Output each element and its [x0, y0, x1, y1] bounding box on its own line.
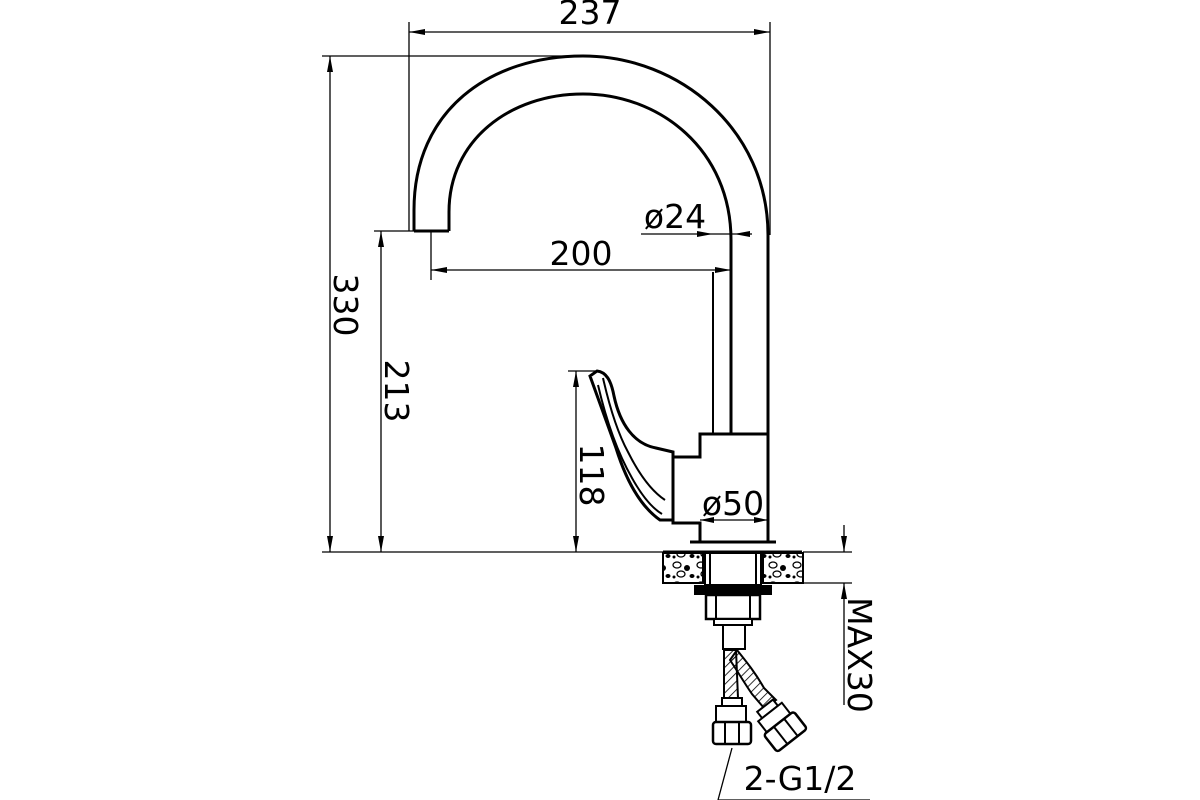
dim-handle-height: 118 [572, 444, 611, 507]
spout-outer-contour [412, 54, 770, 434]
mixer-body [671, 432, 770, 544]
dim-spout-height: 213 [377, 360, 416, 423]
dim-body-diameter: ø50 [702, 484, 764, 523]
dim-max-thickness: MAX30 [840, 597, 879, 713]
countertop-right-section [762, 552, 804, 584]
dim-connection: 2-G1/2 [744, 759, 857, 798]
nut [704, 593, 762, 621]
mounting-stud [704, 552, 762, 586]
washer [694, 585, 772, 595]
spout-inner-contour [447, 92, 733, 434]
dim-total-width: 237 [559, 0, 622, 32]
faucet-body [412, 54, 776, 554]
countertop [662, 550, 804, 626]
countertop-left-section [662, 552, 704, 584]
lever-handle-inner [602, 377, 666, 501]
lever-handle [588, 369, 675, 522]
dim-total-height: 330 [326, 274, 365, 337]
lever-handle-inner-2 [597, 384, 663, 515]
right-hose-fitting [755, 698, 808, 753]
dim-pipe-diameter: ø24 [644, 197, 706, 236]
left-hose-fitting [711, 697, 753, 746]
dim-spout-reach: 200 [550, 234, 613, 273]
dimension-lines [322, 22, 870, 800]
supply-hoses [711, 624, 808, 753]
dimension-labels: 237 330 213 200 ø24 118 ø50 MAX30 2-G1/2 [326, 0, 879, 798]
hose-connector [722, 624, 746, 650]
